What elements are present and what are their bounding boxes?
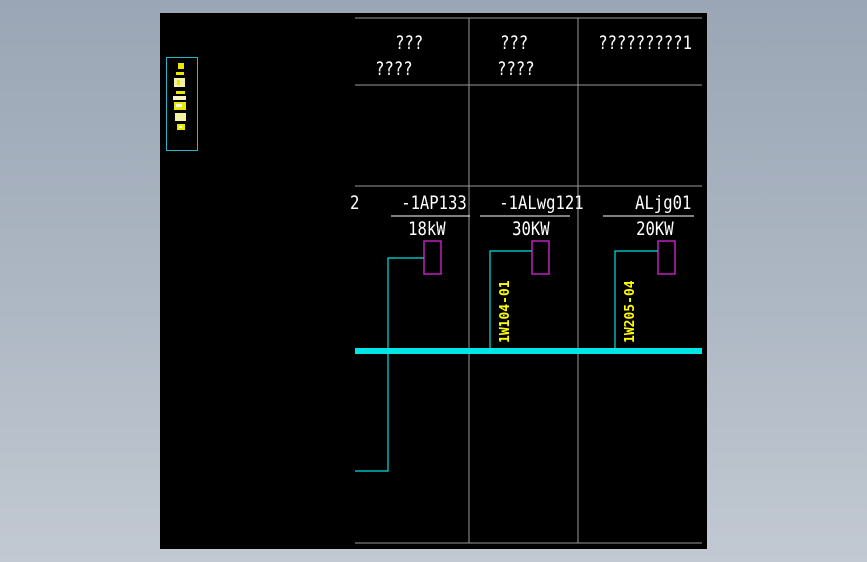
circuit-3-id: ALjg01 — [635, 193, 691, 215]
thumb-mark-1 — [178, 63, 184, 69]
circuit-2-id: -1ALwg121 — [499, 193, 583, 215]
header-col2-line1: ??? — [500, 33, 528, 55]
thumb-mark-4 — [177, 80, 180, 85]
circuit-2-power: 30KW — [512, 219, 550, 241]
thumb-mark-5 — [176, 91, 185, 94]
header-col1-line1: ??? — [395, 33, 423, 55]
circuit-2-wire — [489, 250, 532, 351]
circuit-2-cable-label: 1W104-01 — [498, 280, 513, 343]
header-col1-line2: ???? — [375, 59, 412, 81]
circuit-3-power: 20KW — [636, 219, 674, 241]
header-col2-line2: ???? — [497, 59, 534, 81]
thumb-mark-9 — [175, 113, 186, 121]
thumb-mark-11 — [179, 126, 182, 128]
thumb-mark-8 — [176, 104, 182, 107]
circuit-1-breaker[interactable] — [423, 240, 442, 275]
circuit-1-wire — [355, 257, 424, 472]
thumb-mark-6 — [173, 96, 186, 100]
schematic-drawing: ??? ???? ??? ???? ?????????1 2 -1AP133 1… — [350, 17, 702, 544]
cad-viewport[interactable]: ??? ???? ??? ???? ?????????1 2 -1AP133 1… — [160, 13, 707, 549]
circuit-3-cable-label: 1W205-04 — [623, 280, 638, 343]
main-busbar — [355, 348, 702, 354]
cut-text: 2 — [350, 193, 359, 215]
circuit-2-breaker[interactable] — [531, 240, 550, 275]
thumb-mark-2 — [176, 72, 184, 75]
circuit-3-wire — [614, 250, 658, 351]
header-col3-line1: ?????????1 — [598, 33, 692, 55]
drawing-thumbnail[interactable] — [166, 57, 198, 151]
circuit-1-power: 18kW — [408, 219, 446, 241]
circuit-3-breaker[interactable] — [657, 240, 676, 275]
thumbnail-preview — [173, 63, 186, 130]
circuit-1-id: -1AP133 — [401, 193, 467, 215]
